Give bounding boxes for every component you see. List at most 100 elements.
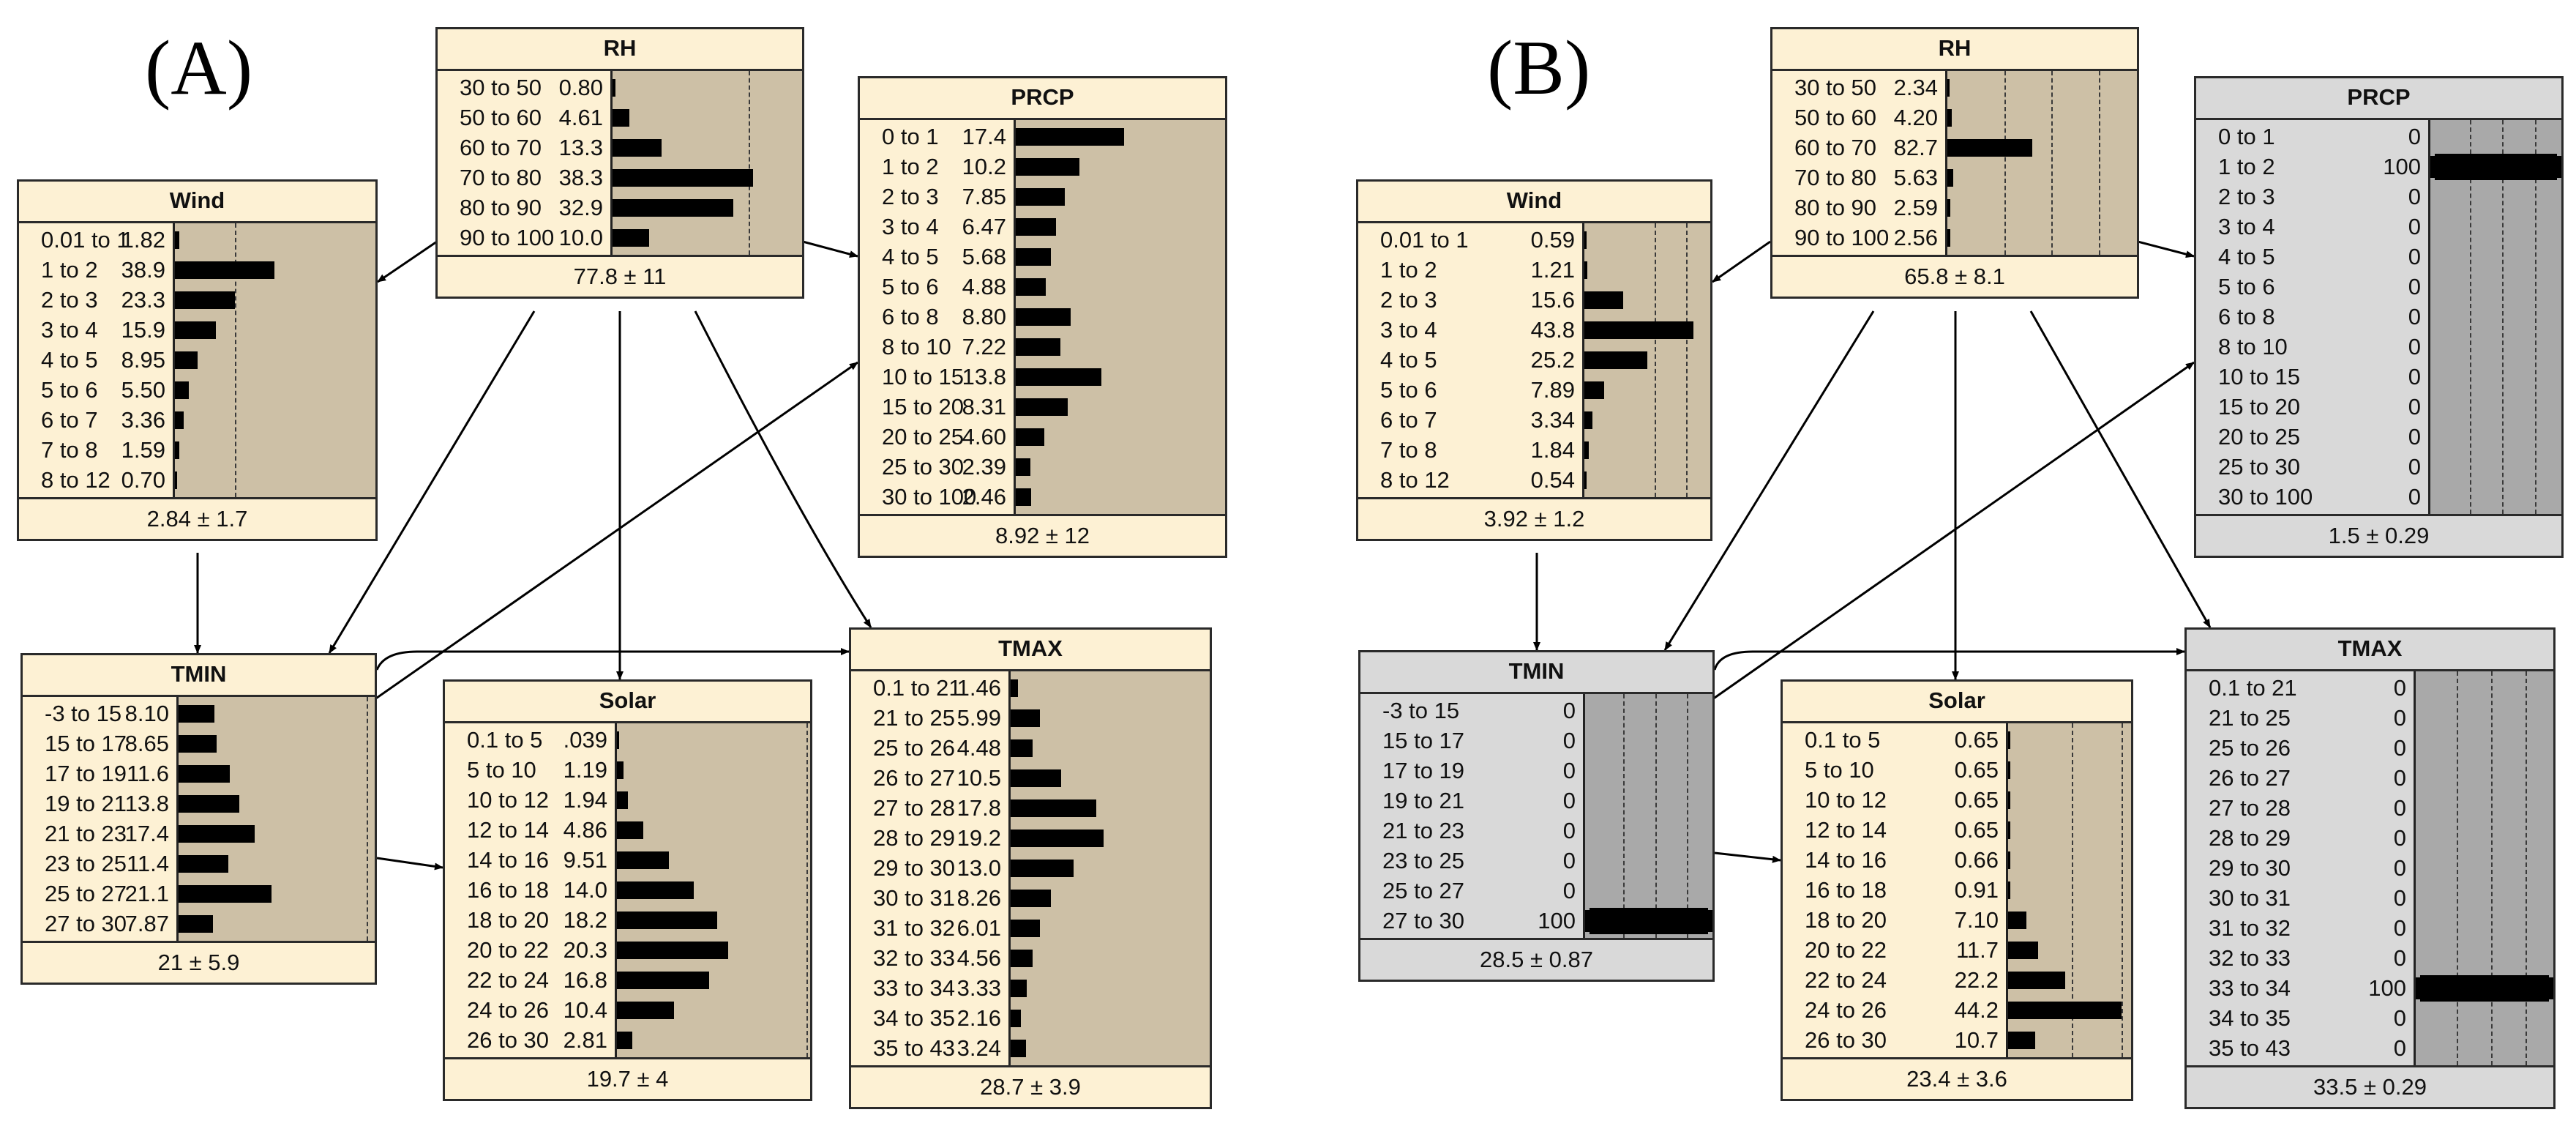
state-row[interactable]: 0.1 to 5.039	[445, 725, 615, 755]
